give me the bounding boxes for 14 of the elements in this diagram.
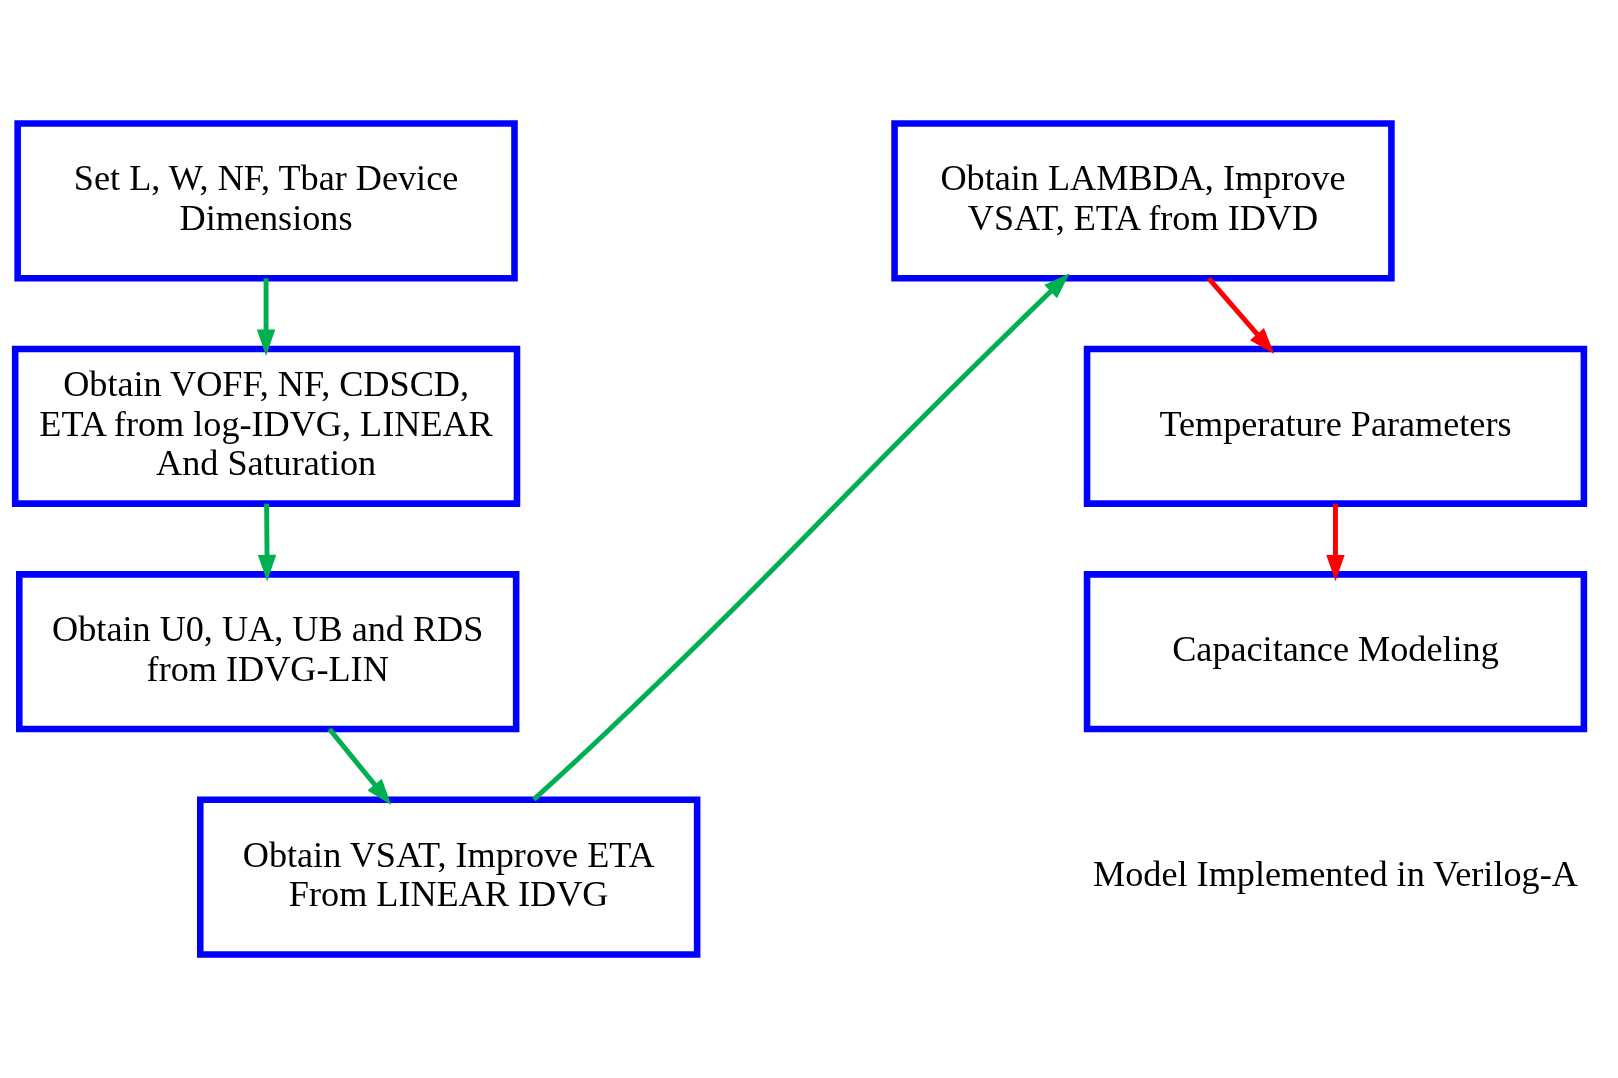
node-box: Temperature Parameters <box>1083 345 1588 507</box>
arrow <box>532 273 1070 802</box>
node-box: Capacitance Modeling <box>1083 571 1588 733</box>
arrow <box>257 503 277 582</box>
node-box: Set L, W, NF, Tbar Device Dimensions <box>14 120 518 282</box>
arrow <box>1206 276 1275 355</box>
arrow <box>327 727 392 806</box>
label: Model Implemented in Verilog-A <box>1093 854 1578 895</box>
node-box: Obtain VOFF, NF, CDSCD, ETA from log-IDVG, LINEAR And Saturation <box>11 345 521 507</box>
node-box: Obtain U0, UA, UB and RDS from IDVG-LIN <box>16 571 520 733</box>
arrow <box>1326 503 1345 582</box>
node-box: Obtain VSAT, Improve ETA From LINEAR IDVG <box>197 796 701 958</box>
node-box: Obtain LAMBDA, Improve VSAT, ETA from IDVD <box>891 120 1395 282</box>
arrow <box>256 278 276 356</box>
